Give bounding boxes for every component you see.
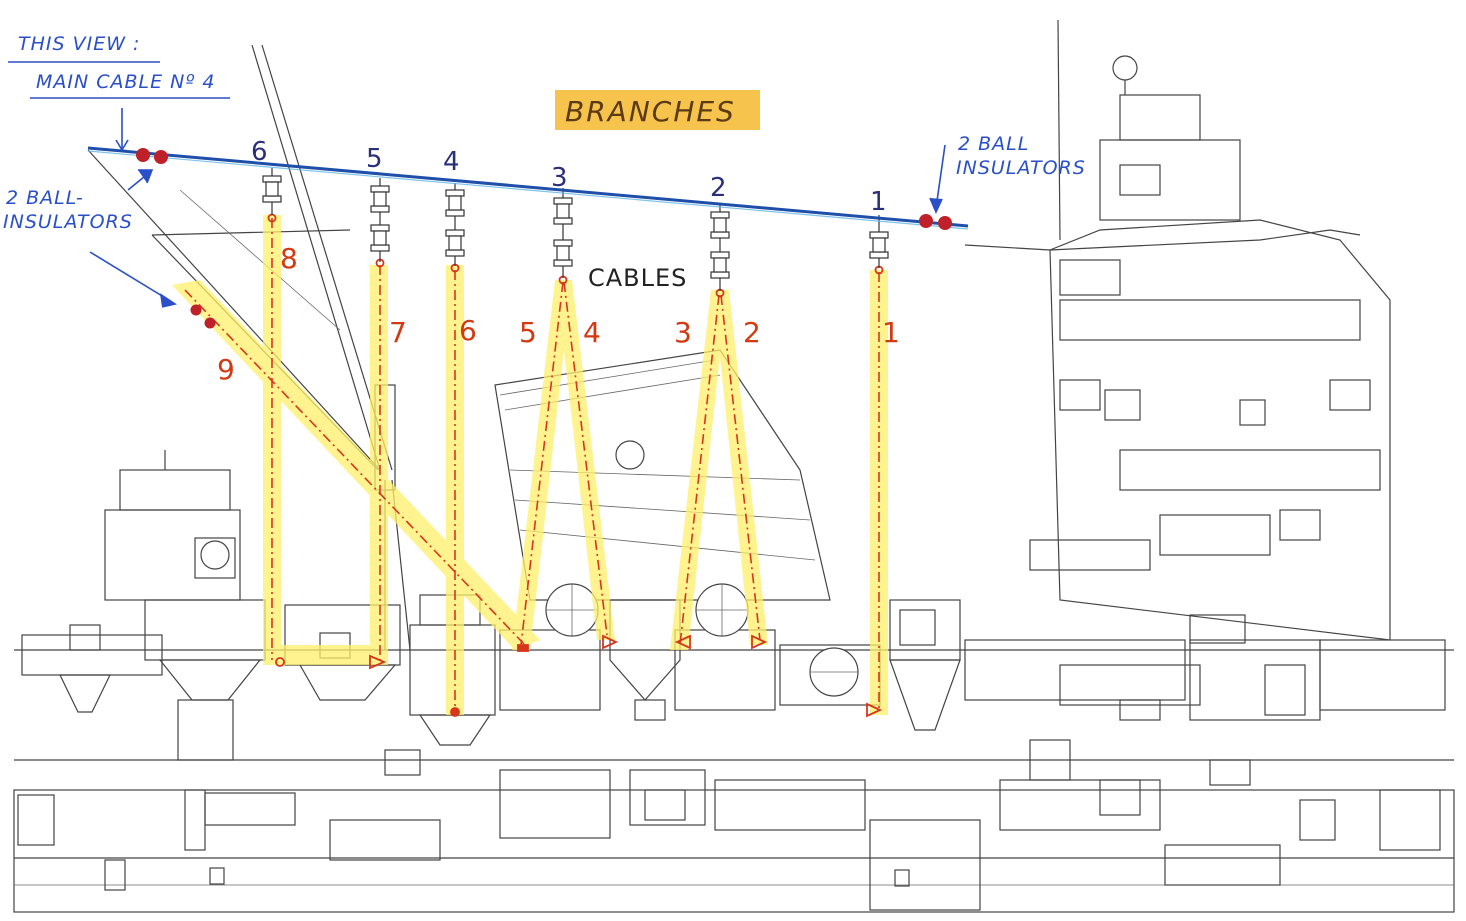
note-insulators-right-2: INSULATORS [956, 157, 1086, 179]
branch-number-3: 3 [551, 163, 568, 193]
main-cable-shadow [87, 150, 969, 230]
ball-insulator-right-2 [938, 216, 952, 230]
branch-number-2: 2 [710, 173, 727, 203]
cable-number-6: 6 [459, 314, 477, 347]
ball-insulator-boom-2 [204, 317, 216, 329]
branch-number-5: 5 [366, 144, 383, 174]
cable-number-8: 8 [280, 242, 298, 275]
cable-2-line [720, 294, 761, 641]
cable-3-highlight [670, 290, 727, 650]
cable-number-5: 5 [519, 316, 537, 349]
branches-label-bg [555, 90, 760, 130]
branch-number-6: 6 [251, 137, 268, 167]
cable-9-highlight [172, 280, 540, 650]
note-insulators-left-2: INSULATORS [3, 211, 133, 233]
cable-number-2: 2 [743, 316, 761, 349]
note-this-view: THIS VIEW : [18, 33, 140, 55]
insulator-stack-2 [710, 203, 730, 291]
cable-5-line [520, 281, 564, 646]
cable-numbers: 8 7 6 5 4 3 2 1 9 [217, 242, 900, 386]
branch-number-4: 4 [443, 147, 460, 177]
cable-9-line [184, 289, 526, 646]
note-insulators-right-1: 2 BALL [958, 133, 1029, 155]
ball-insulator-left-1 [136, 148, 150, 162]
cable-7-highlight [370, 265, 388, 665]
note-insulators-left-1: 2 BALL- [6, 187, 84, 209]
note-main-cable: MAIN CABLE Nº 4 [36, 71, 215, 93]
sponson-highlight-left [265, 645, 385, 665]
cable-highlights [172, 215, 888, 715]
insulator-stack-1 [869, 215, 889, 268]
cable-4-highlight [556, 280, 615, 640]
branch-number-1: 1 [870, 187, 887, 217]
main-cable [87, 146, 969, 228]
cables-label: CABLES [588, 264, 687, 292]
ball-insulator-boom-1 [190, 304, 202, 316]
cable-number-4: 4 [583, 316, 601, 349]
cable-2-highlight [713, 290, 768, 645]
arrow-right-insulators [935, 144, 946, 209]
cable-number-9: 9 [217, 353, 235, 386]
cable-lines [184, 218, 880, 710]
insulator-stack-3 [553, 188, 573, 278]
branch-insulators [262, 168, 889, 291]
cable-number-7: 7 [389, 316, 407, 349]
ball-insulators [136, 148, 952, 329]
branches-label: BRANCHES [565, 95, 736, 128]
cable-number-3: 3 [674, 316, 692, 349]
insulator-stack-5 [370, 178, 390, 262]
insulator-stack-4 [445, 183, 465, 266]
annotation-arrows [8, 61, 946, 308]
arrow-boom-insulators [89, 251, 173, 303]
ball-insulator-left-2 [154, 150, 168, 164]
insulator-stack-6 [262, 168, 282, 215]
branch-numbers: 6 5 4 3 2 1 [251, 137, 887, 217]
ball-insulator-right-1 [919, 214, 933, 228]
cable-number-1: 1 [882, 316, 900, 349]
